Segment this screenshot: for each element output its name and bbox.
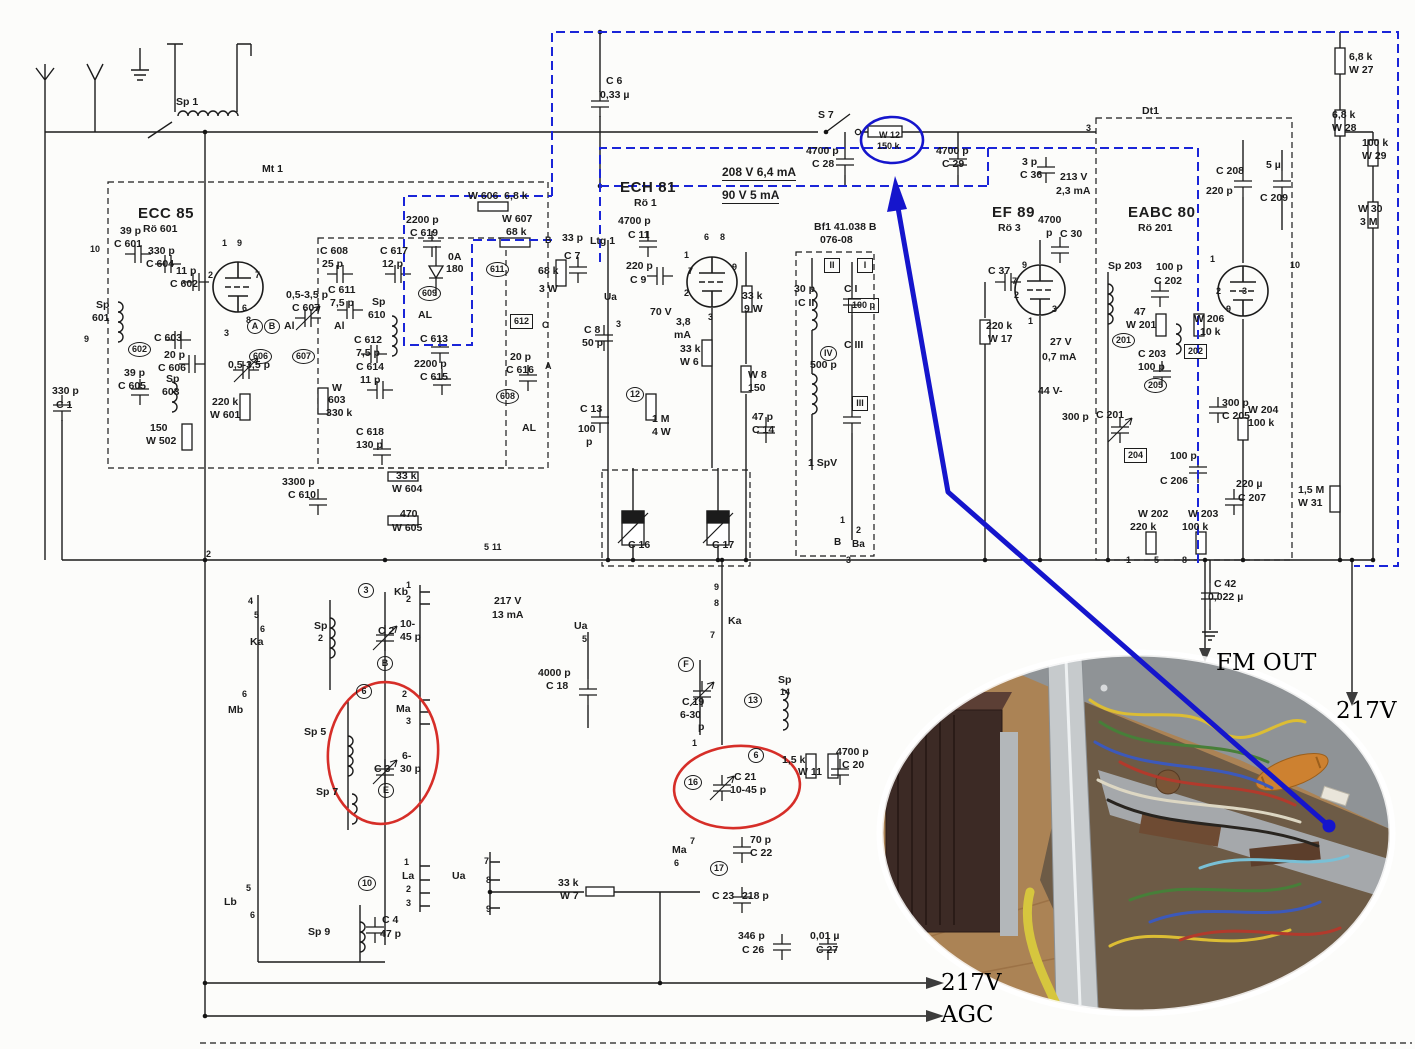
photo-callout-arrow <box>894 201 1331 828</box>
photo-callout-arrowhead <box>887 176 907 212</box>
diode-0a180 <box>427 246 445 296</box>
tuning-capacitor-c17 <box>702 510 734 546</box>
junction-dots <box>202 29 1376 1019</box>
center-wires <box>599 32 959 560</box>
photo-tagboard-1 <box>1138 813 1222 847</box>
ratio-detector-box <box>1095 117 1293 561</box>
arrow-fm-out <box>1199 648 1211 662</box>
photo-mount-bracket <box>1000 732 1018 936</box>
antenna-and-input-wires <box>35 43 252 139</box>
red-highlights <box>326 680 802 830</box>
oscillator-wires <box>257 560 723 983</box>
photo-ceramic-resistor <box>1320 785 1350 807</box>
photo-annotation <box>859 115 1336 833</box>
if-transformer-box <box>795 251 875 557</box>
red-highlight-oscillator <box>326 680 440 826</box>
tube-ech81-symbol <box>686 256 738 308</box>
tuning-capacitor-c16 <box>617 510 649 546</box>
tuner-outer-box <box>107 181 549 469</box>
blue-signal-path <box>403 31 1399 567</box>
s7-switch-arm <box>825 113 851 133</box>
photo-wires <box>1022 698 1350 1011</box>
resistor-symbols <box>181 47 1379 897</box>
dashed-group-boxes <box>107 117 1412 1044</box>
tube-symbols <box>212 256 1269 317</box>
detector-wires <box>811 140 1283 560</box>
w12-highlight-circle <box>859 115 925 165</box>
photo-transformer <box>885 709 1003 933</box>
tuning-gang-box <box>601 469 751 567</box>
wires <box>35 32 1374 1017</box>
red-highlight-padder <box>672 744 802 830</box>
tuner-inner-box <box>317 237 507 469</box>
photo-callout-dot <box>1322 819 1336 833</box>
coil-symbols <box>117 110 1182 953</box>
tube-eabc80-symbol <box>1217 265 1269 317</box>
photo-backdrop <box>1005 655 1390 830</box>
tube-ecc85-symbol <box>212 261 264 313</box>
trimmer-arrows <box>233 305 1133 801</box>
black-arrows <box>926 648 1358 1022</box>
photo-edge <box>876 649 1396 1017</box>
s7-contact <box>854 128 862 136</box>
right-supply-column <box>1202 32 1374 694</box>
arrow-217v-right <box>1346 692 1358 706</box>
arrow-agc <box>926 1010 944 1022</box>
component-symbols <box>53 47 1379 960</box>
tube-ef89-symbol <box>1014 264 1066 316</box>
arrow-217v-bottom <box>926 977 944 989</box>
capacitor-symbols <box>53 91 1291 960</box>
